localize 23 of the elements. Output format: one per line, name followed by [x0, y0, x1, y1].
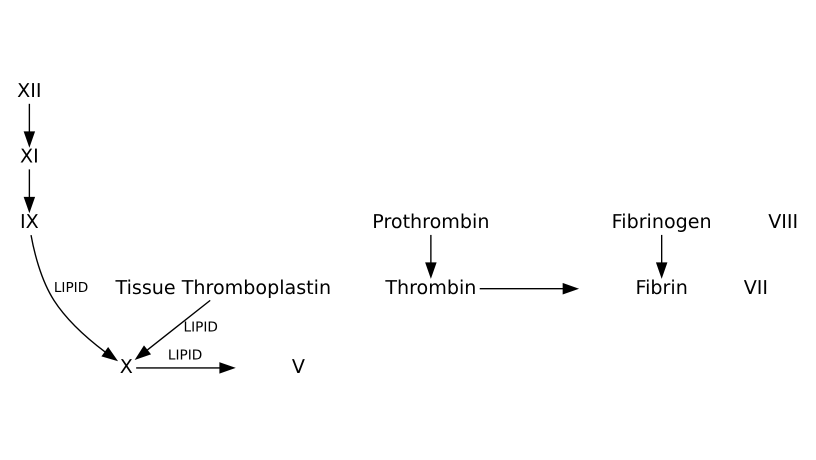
- arrow: [656, 234, 668, 279]
- node-text: XI: [20, 144, 39, 168]
- node-text: Fibrinogen: [612, 210, 712, 234]
- label: V: [292, 354, 305, 378]
- arrow: [136, 362, 236, 374]
- arrow: [480, 282, 580, 294]
- node-text: Prothrombin: [372, 210, 490, 234]
- node-text: Thrombin: [385, 276, 476, 299]
- node-text: Fibrin: [636, 276, 688, 299]
- node-text: IX: [20, 210, 39, 234]
- edge-label: LIPID: [168, 348, 202, 364]
- arrow: [425, 234, 437, 279]
- label: VII: [744, 276, 768, 299]
- edge-label: LIPID: [184, 320, 218, 336]
- arrow: [24, 104, 36, 148]
- node-text: XII: [17, 79, 42, 102]
- edge-label: LIPID: [54, 280, 88, 296]
- node-text: Tissue Thromboplastin: [115, 276, 332, 299]
- arrow: [30, 234, 118, 362]
- label: VIII: [768, 210, 798, 234]
- node-text: X: [120, 354, 133, 378]
- arrow: [24, 169, 36, 214]
- arrow: [134, 300, 211, 360]
